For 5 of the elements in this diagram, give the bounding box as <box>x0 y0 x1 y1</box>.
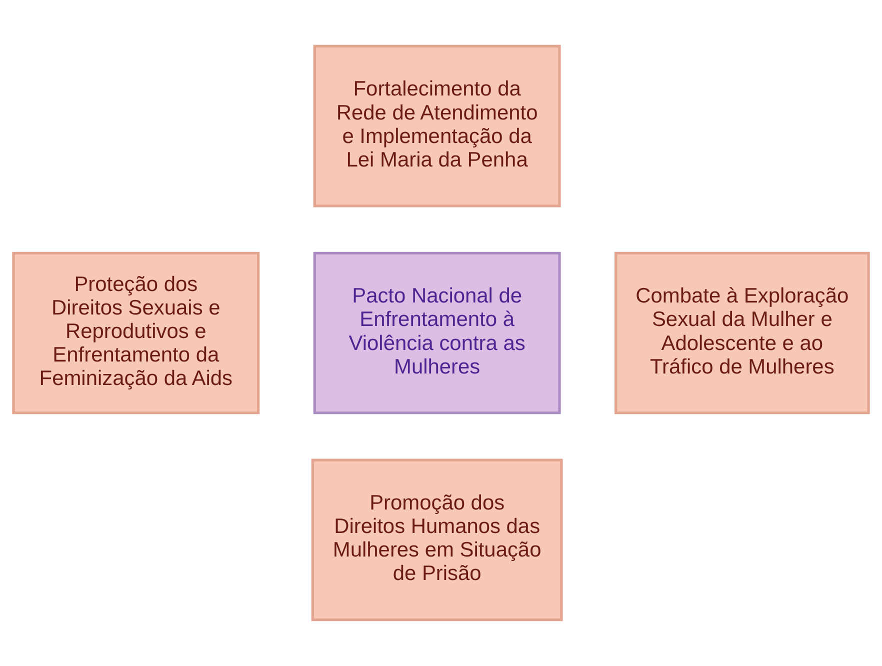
node-box: Proteção dos Direitos Sexuais e Reprodutivos e Enfrentamento da Feminização da Aids <box>12 252 260 414</box>
node-box: Combate à Exploração Sexual da Mulher e Adolescente e ao Tráfico de Mulheres <box>614 252 870 414</box>
node-box: Promoção dos Direitos Humanos das Mulheres em Situação de Prisão <box>311 458 563 622</box>
node-box: Pacto Nacional de Enfrentamento à Violência contra as Mulheres <box>313 252 561 414</box>
node-box: Fortalecimento da Rede de Atendimento e Implementação da Lei Maria da Penha <box>313 44 561 208</box>
